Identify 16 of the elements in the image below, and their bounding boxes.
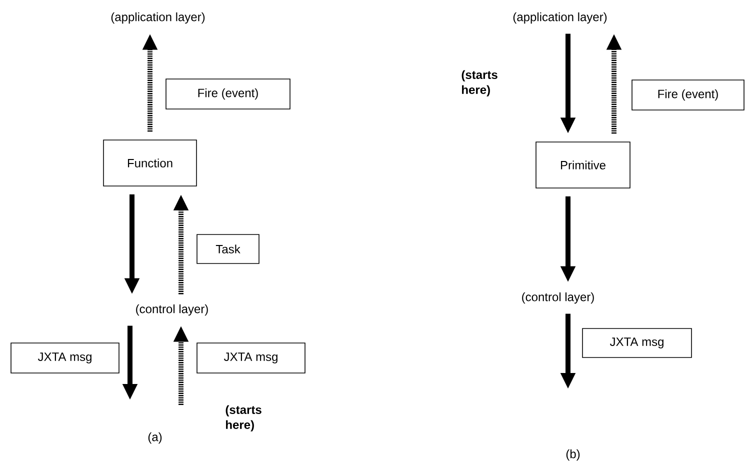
process-box: Primitive: [536, 142, 630, 188]
message-box: JXTA msg: [582, 328, 692, 358]
message-box: Fire (event): [632, 80, 744, 110]
message-box: Fire (event): [166, 78, 290, 110]
layer-label: (application layer): [111, 12, 205, 24]
layer-label: (control layer): [522, 292, 594, 304]
layer-label: (application layer): [513, 12, 607, 24]
message-box: JXTA msg: [196, 342, 306, 374]
panel-label: (b): [566, 449, 580, 461]
message-box: JXTA msg: [10, 342, 120, 374]
panel-label: (a): [148, 432, 162, 444]
note-text: (starts here): [226, 405, 262, 432]
process-box: Function: [103, 140, 197, 186]
note-text: (starts here): [462, 70, 498, 96]
layer-label: (control layer): [136, 304, 208, 316]
message-box: Task: [196, 234, 260, 264]
